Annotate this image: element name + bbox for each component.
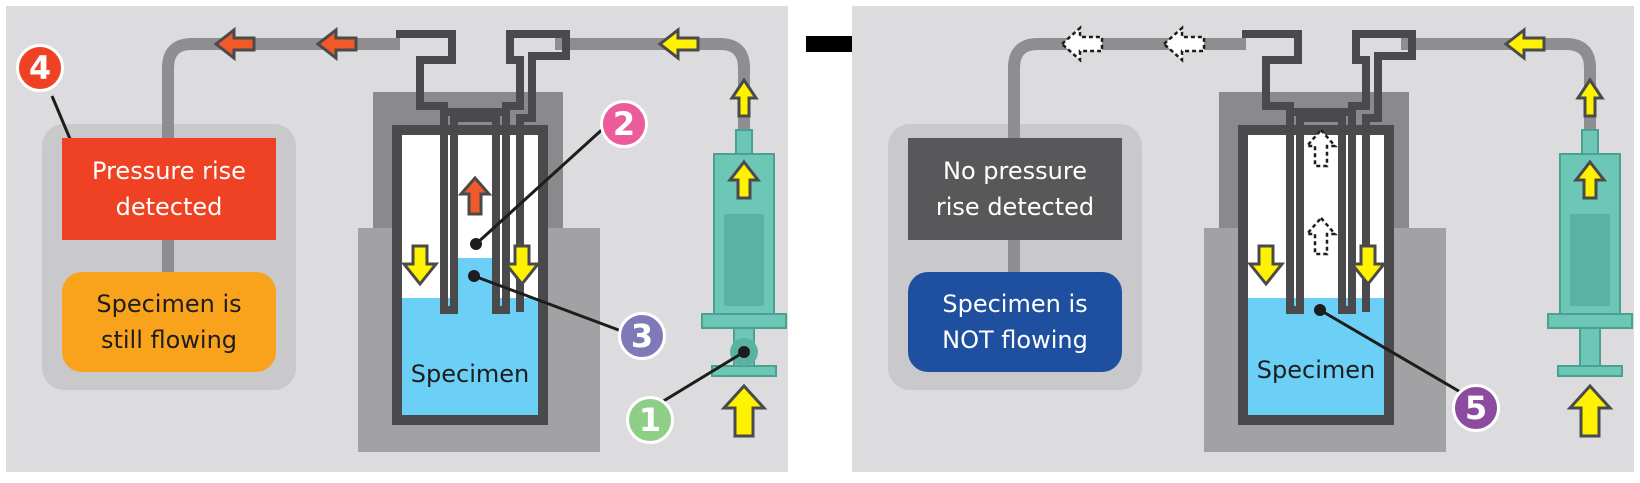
flow-arrow-icon [400, 244, 440, 287]
flow-arrow-icon [502, 244, 542, 287]
flow-arrow-icon [1246, 244, 1286, 287]
badge-2: 2 [600, 100, 648, 148]
left-flow-status-box: Specimen is still flowing [62, 272, 276, 372]
right-specimen-label: Specimen [1256, 356, 1376, 384]
left-specimen-liquid [402, 298, 538, 415]
badge-5: 5 [1452, 384, 1500, 432]
flow-arrow-icon [1575, 77, 1605, 118]
flow-arrow-icon [729, 77, 759, 118]
callout-dot-3 [468, 270, 480, 282]
flow-arrow-icon [720, 383, 768, 438]
right-pressure-status-box: No pressure rise detected [908, 138, 1122, 240]
left-tube-outlet [162, 38, 400, 140]
callout-line-2 [474, 124, 608, 246]
right-tube-inlet [1401, 38, 1596, 140]
flow-arrow-icon [213, 26, 256, 62]
dashed-flow-arrow-icon [1304, 128, 1338, 168]
left-specimen-label: Specimen [410, 360, 530, 388]
badge-1: 1 [626, 396, 674, 444]
right-detector-connector [1008, 240, 1020, 272]
flow-arrow-icon [1348, 244, 1388, 287]
callout-dot-1 [738, 346, 750, 358]
callout-dot-5 [1314, 304, 1326, 316]
callout-line-3 [473, 274, 625, 334]
callout-dot-2 [470, 238, 482, 250]
dashed-flow-arrow-icon [1162, 25, 1206, 63]
flow-arrow-icon [457, 175, 493, 216]
left-pressure-status-box: Pressure rise detected [62, 138, 276, 240]
dashed-flow-arrow-icon [1060, 25, 1104, 63]
flow-arrow-icon [315, 26, 358, 62]
right-cell-tube [1242, 30, 1416, 314]
right-flow-status-box: Specimen is NOT flowing [908, 272, 1122, 372]
badge-4: 4 [16, 44, 64, 92]
badge-3: 3 [618, 312, 666, 360]
callout-line-5 [1319, 308, 1475, 402]
left-cell-tube [396, 30, 570, 314]
flow-arrow-icon [657, 26, 700, 62]
left-detector-connector [162, 240, 174, 272]
flow-arrow-icon [1503, 26, 1546, 62]
left-tube-inlet [555, 38, 750, 140]
flow-arrow-icon [1572, 159, 1608, 200]
right-tube-outlet [1008, 38, 1246, 140]
dashed-flow-arrow-icon [1304, 216, 1338, 256]
flow-arrow-icon [1566, 383, 1614, 438]
syringe-icon [1547, 129, 1633, 377]
callout-line-1 [651, 350, 745, 410]
right-specimen-liquid [1248, 298, 1384, 415]
flow-arrow-icon [726, 159, 762, 200]
